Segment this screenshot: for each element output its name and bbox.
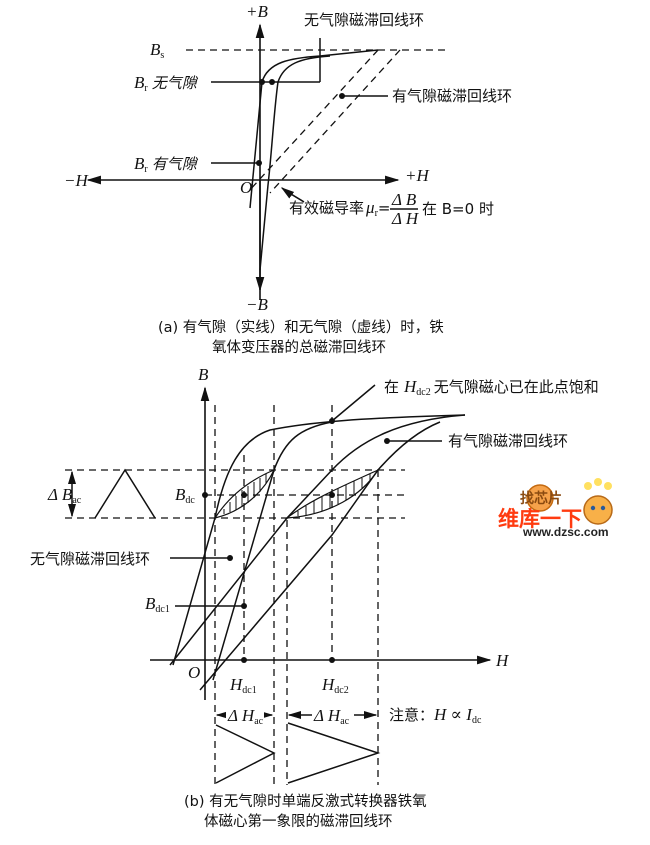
ac-waveform-h2: [287, 722, 381, 784]
gap-loop-label: 有气隙磁滞回线环: [392, 87, 512, 105]
caption-b-line2: 体磁心第一象限的磁滞回线环: [204, 812, 393, 830]
permeability-arrow: [280, 187, 305, 203]
origin-label-b: O: [188, 663, 200, 682]
no-gap-upper: [172, 414, 466, 666]
no-gap-loop-label: 无气隙磁滞回线环: [304, 11, 424, 29]
minor-loop-1: [213, 468, 276, 519]
delta-b-ac-label: Δ Bac: [47, 485, 82, 506]
fraction-numerator: Δ B: [391, 190, 417, 209]
caption-a-line1: (a) 有气隙（实线）和无气隙（虚线）时，铁: [158, 319, 444, 336]
ac-waveform-b: [94, 468, 156, 519]
caption-a-line2: 氧体变压器的总磁滞回线环: [212, 339, 386, 356]
caption-b-line1: (b) 有无气隙时单端反激式转换器铁氧: [184, 793, 427, 810]
pos-b-label: +B: [246, 2, 268, 21]
delta-h-ac-2: Δ Hac: [313, 706, 350, 727]
condition-text: 在 B=0 时: [422, 200, 494, 218]
ac-waveform-h1: [215, 724, 276, 784]
neg-b-label: −B: [246, 295, 268, 314]
bs-label: Bs: [150, 40, 164, 61]
no-gap-lower: [212, 421, 333, 681]
neg-h-label: −H: [64, 171, 89, 190]
svg-text:找芯片: 找芯片: [520, 490, 562, 507]
origin-label: O: [240, 178, 252, 197]
no-gap-loop-label-b: 无气隙磁滞回线环: [30, 550, 150, 568]
h-axis-label: H: [495, 651, 510, 670]
gap-loop-right: [269, 49, 401, 194]
fraction-denominator: Δ H: [391, 209, 420, 228]
delta-h-ac-1: Δ Hac: [227, 706, 264, 727]
b-dc-label: Bdc: [175, 485, 195, 506]
gap-loop-left: [247, 49, 379, 193]
b-axis-label: B: [198, 365, 209, 384]
figure-b: B H O: [30, 365, 599, 830]
pos-h-label: +H: [405, 166, 430, 185]
note-text: 注意：H ∝ Idc: [389, 705, 482, 726]
no-gap-loop-right: [259, 81, 279, 271]
gap-lower: [199, 421, 441, 691]
svg-text:维库一下: 维库一下: [498, 507, 582, 531]
h-dc2-label: Hdc2: [321, 675, 349, 696]
h-dc1-label: Hdc1: [229, 675, 257, 696]
gap-loop-label-b: 有气隙磁滞回线环: [448, 432, 568, 450]
watermark-logo: 找芯片 维库一下 www.dzsc.com: [498, 478, 613, 539]
minor-loop-2: [285, 468, 380, 519]
no-gap-loop-right-top: [277, 55, 331, 83]
svg-text:www.dzsc.com: www.dzsc.com: [522, 525, 609, 539]
gap-upper: [169, 414, 466, 666]
b-dc1-label: Bdc1: [145, 594, 170, 615]
